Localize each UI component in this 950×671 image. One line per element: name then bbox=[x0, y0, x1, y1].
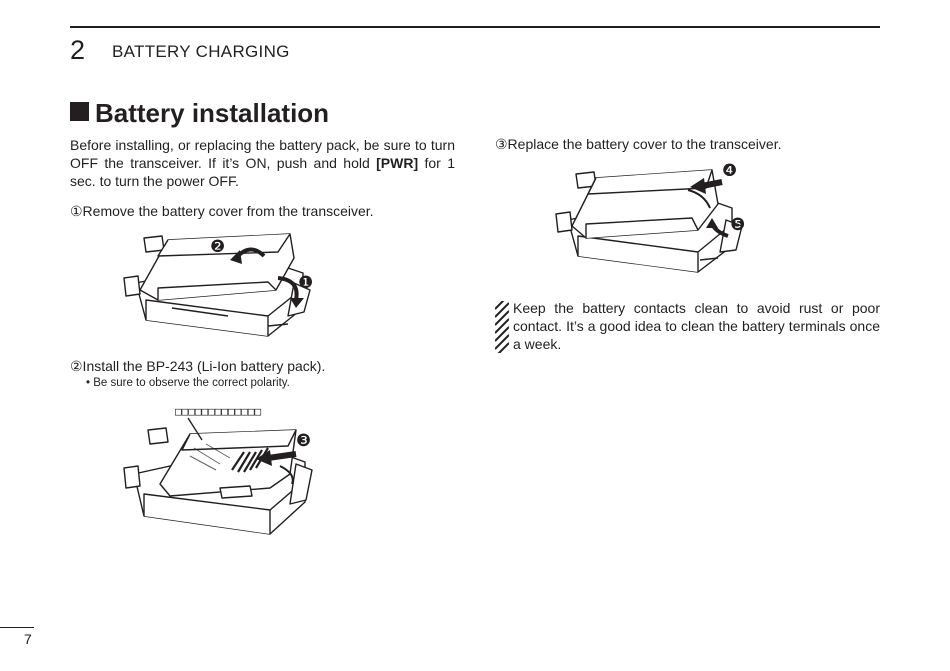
section-square-icon bbox=[70, 102, 89, 121]
pwr-key-label: [PWR] bbox=[376, 155, 419, 171]
section-title-text: Battery installation bbox=[95, 98, 330, 128]
figure-replace-cover: ❹ ❺ bbox=[555, 161, 745, 273]
step-2-text: ②Install the BP-243 (Li-Ion battery pack… bbox=[70, 358, 326, 374]
chapter-title: BATTERY CHARGING bbox=[112, 42, 290, 61]
intro-text-1: Before installing, or replacing the batt… bbox=[70, 137, 455, 171]
step-3-text: ③Replace the battery cover to the transc… bbox=[495, 136, 782, 152]
footer-rule bbox=[0, 627, 34, 628]
figure-install-battery: ❸ bbox=[123, 417, 313, 535]
section-title: Battery installation bbox=[70, 96, 329, 130]
callout-1: ❶ bbox=[298, 273, 313, 293]
figure-remove-cover: ❷ ❶ bbox=[123, 233, 313, 337]
intro-text-2: for 1 sec. to turn the power OFF. bbox=[70, 155, 455, 189]
polarity-bullet: • Be sure to observe the correct polarit… bbox=[86, 377, 290, 389]
intro-paragraph: Before installing, or replacing the batt… bbox=[70, 136, 455, 190]
callout-2: ❷ bbox=[210, 237, 225, 257]
page-number: 7 bbox=[24, 631, 32, 647]
callout-5: ❺ bbox=[730, 215, 745, 235]
hatched-note-icon bbox=[495, 301, 509, 353]
chapter-number: 2 bbox=[70, 35, 86, 65]
header-rule bbox=[70, 26, 880, 28]
step-1-text: ①Remove the battery cover from the trans… bbox=[70, 203, 374, 219]
figure-label-boxes: □□□□□□□□□□□□□ bbox=[175, 405, 262, 418]
maintenance-note: Keep the battery contacts clean to avoid… bbox=[495, 299, 880, 355]
callout-3: ❸ bbox=[296, 431, 311, 451]
note-text: Keep the battery contacts clean to avoid… bbox=[513, 300, 880, 352]
callout-4: ❹ bbox=[722, 161, 737, 181]
